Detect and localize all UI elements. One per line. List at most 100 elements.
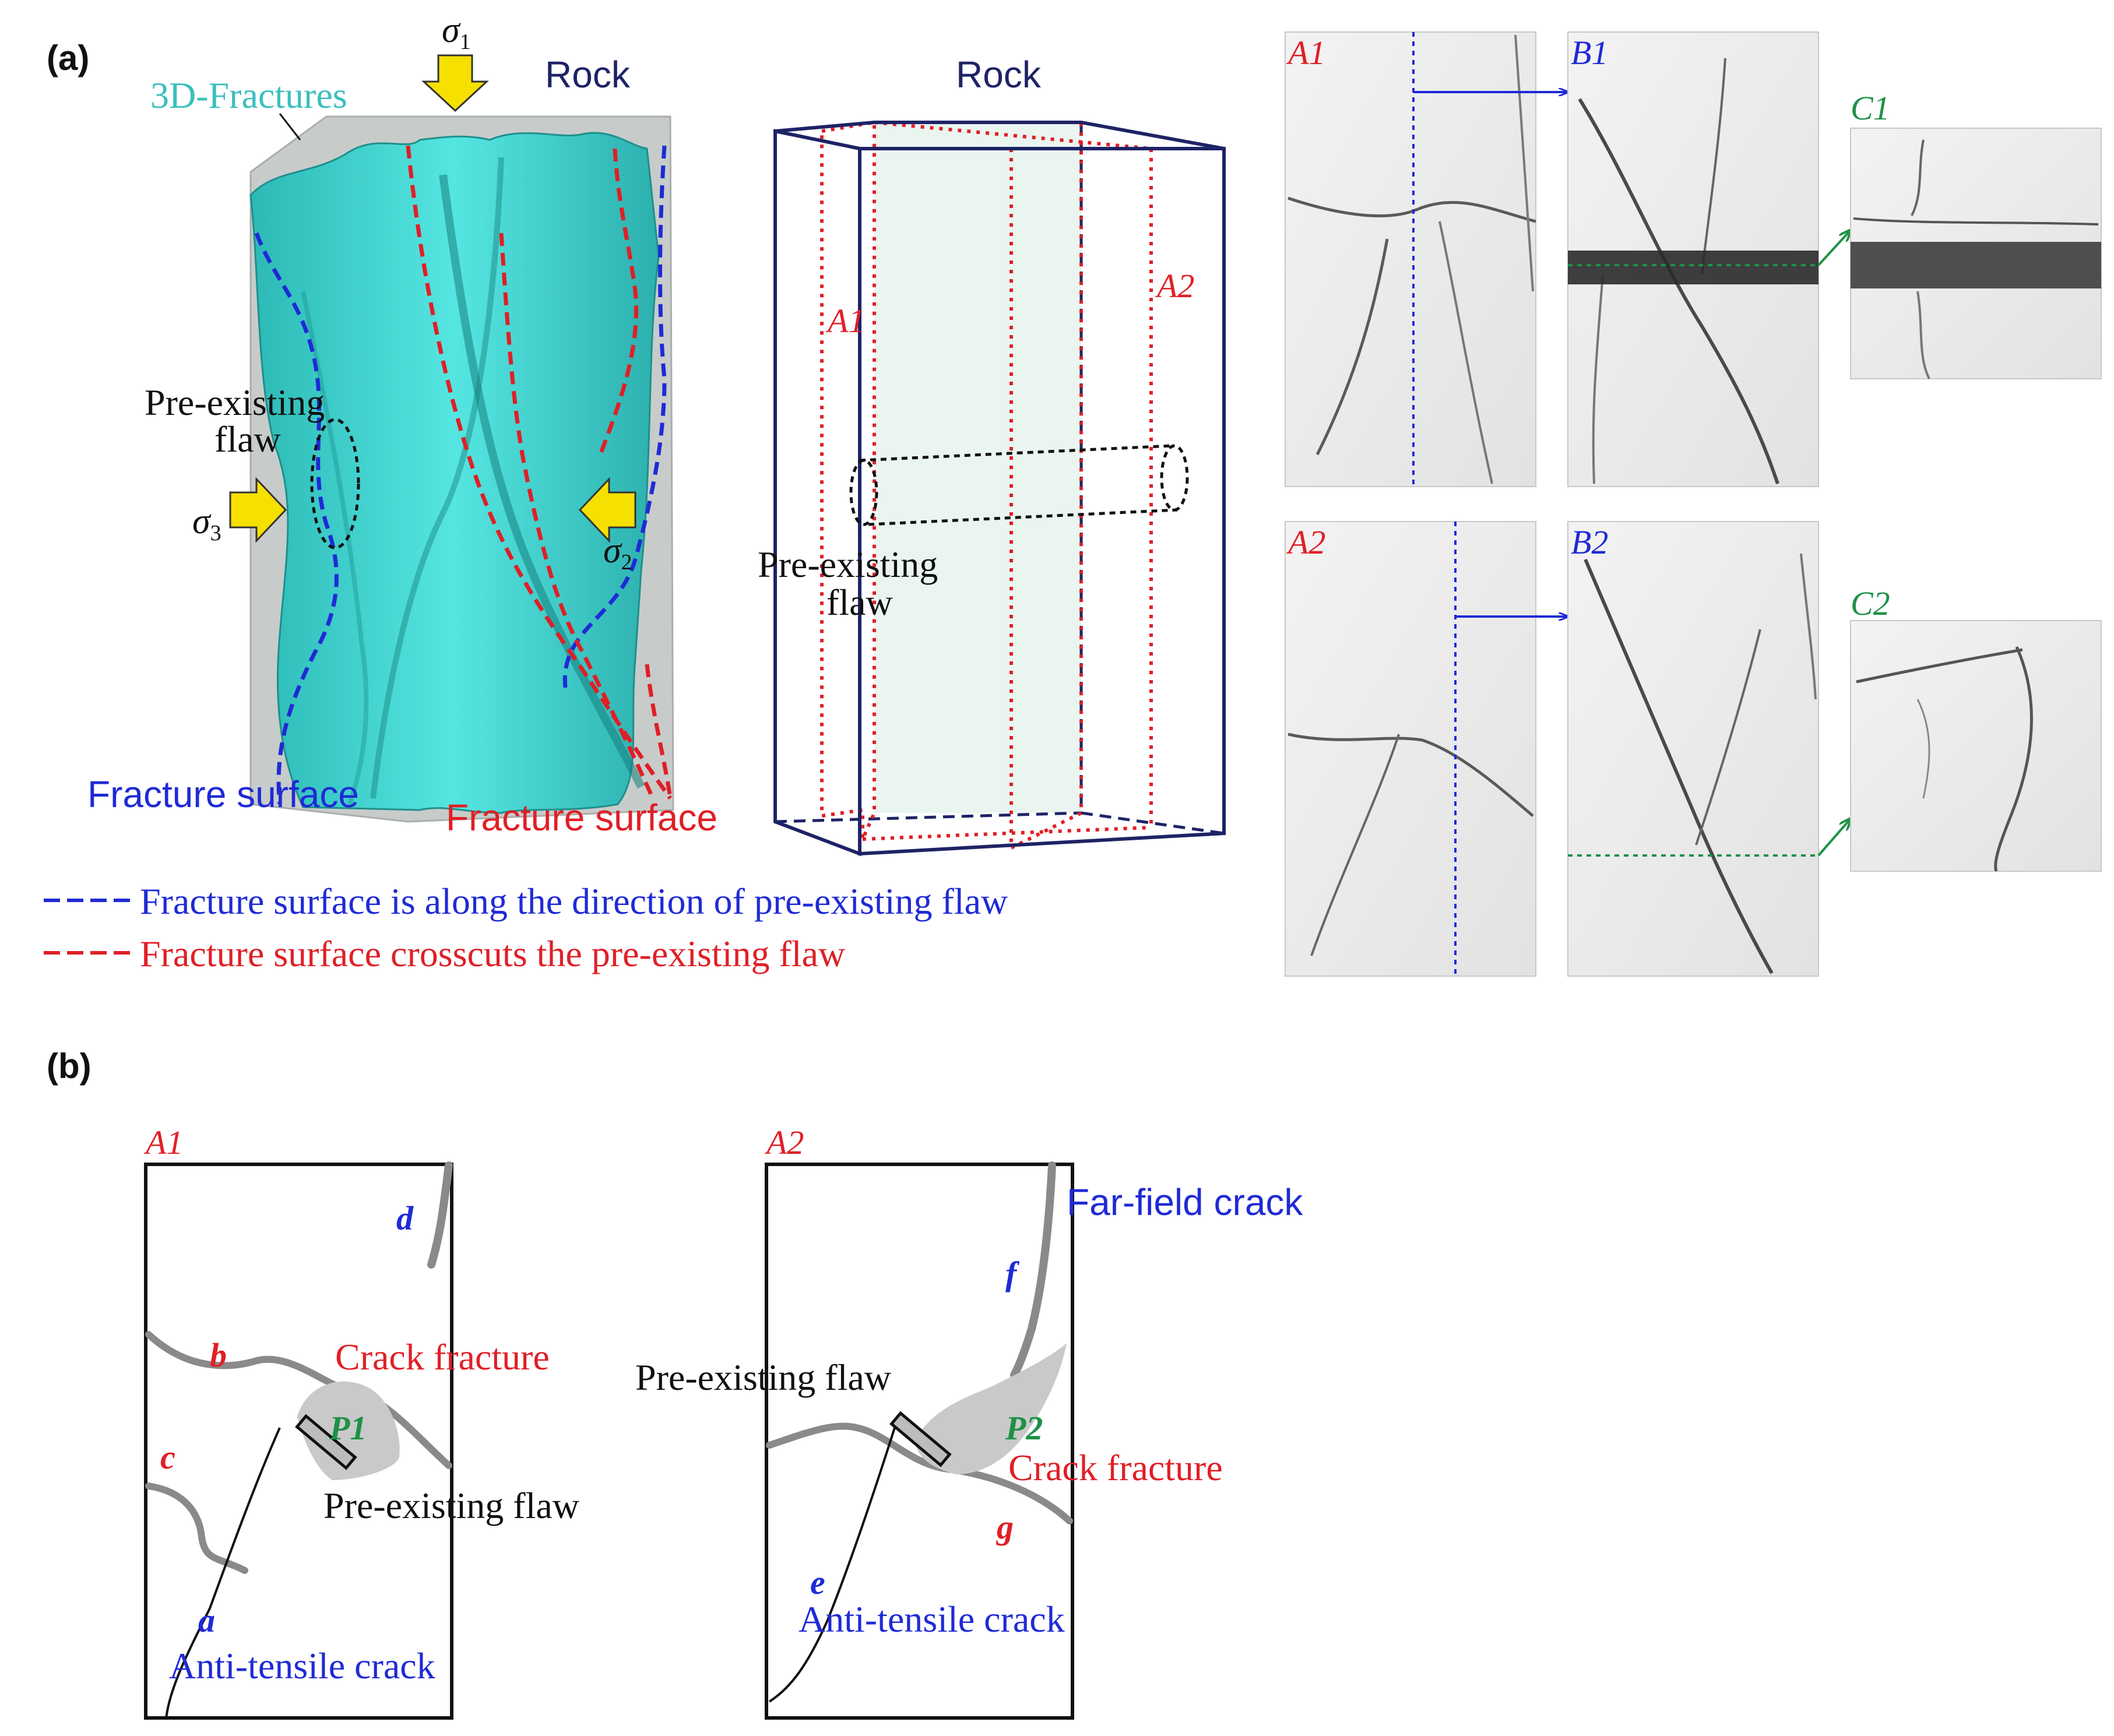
legend-red-text: Fracture surface crosscuts the pre-exist… <box>140 933 845 974</box>
legend-blue-text: Fracture surface is along the direction … <box>140 881 1008 922</box>
plane-a1-outline <box>820 120 876 840</box>
scan-b2-arrow <box>1817 819 1851 857</box>
fracture-3d-model: 3D-Fractures Rock σ1 σ3 σ2 Pre-existing … <box>87 10 717 839</box>
flaw-symbol-a1 <box>295 1414 357 1470</box>
zone-p1-label: P1 <box>329 1409 367 1447</box>
box-top-face <box>775 121 1225 150</box>
scan-c2-label: C2 <box>1851 584 1890 622</box>
scan-b1-arrow <box>1817 230 1851 266</box>
fracture-line-red-2 <box>499 233 655 800</box>
scan-c2-image <box>1850 620 2102 872</box>
flaw-cylinder-end-left <box>849 459 878 526</box>
scan-c1-crack-1 <box>1853 217 2099 226</box>
sketch-a2-frame <box>765 1163 1074 1720</box>
box-front-face <box>773 129 861 857</box>
crack-fracture-label-a1: Crack fracture <box>335 1336 550 1378</box>
sigma1-label: σ1 <box>442 10 471 54</box>
panel-b-label: (b) <box>47 1047 92 1086</box>
anti-tensile-crack-a <box>165 1427 281 1720</box>
sigma3-symbol: σ <box>192 502 212 541</box>
scan-a1-crack-3 <box>1438 221 1493 484</box>
sigma1-arrow <box>421 54 489 112</box>
panel-a-label: (a) <box>47 38 89 78</box>
sketch-a1-frame <box>144 1163 453 1720</box>
crack-fracture-label-a2: Crack fracture <box>1008 1447 1223 1488</box>
crack-g-label: g <box>996 1508 1014 1546</box>
sigma1-subscript: 1 <box>460 30 471 54</box>
rock-label-3d: Rock <box>545 54 631 96</box>
scan-a1-crack-4 <box>1514 34 1534 292</box>
fractures-label: 3D-Fractures <box>150 75 347 116</box>
plane-bottom-1 <box>862 826 1152 841</box>
crack-b-path <box>145 1331 452 1469</box>
scan-b2-crack-1 <box>1584 558 1774 974</box>
scan-b2: B2 <box>1567 521 1851 977</box>
crack-c-path <box>145 1483 248 1574</box>
scan-c2-crack-1 <box>1856 648 2023 684</box>
scan-c1-flaw-band <box>1851 242 2101 288</box>
fracture-shadow-1 <box>439 174 645 789</box>
crack-c-label: c <box>160 1438 175 1476</box>
crack-b-label: b <box>210 1336 227 1374</box>
legend: Fracture surface is along the direction … <box>44 881 1008 974</box>
flaw-label-box-line1: Pre-existing <box>758 544 938 585</box>
fracture-body-3d <box>249 132 660 814</box>
anti-tensile-crack-e <box>768 1427 896 1703</box>
flaw-label-3d-line2: flaw <box>214 418 281 460</box>
scan-a2: A2 <box>1285 521 1568 977</box>
fracture-shadow-2 <box>370 157 504 799</box>
scan-c1-crack-2 <box>1911 139 1925 216</box>
flaw-cylinder-end-right <box>1160 444 1189 512</box>
scan-b1-label: B1 <box>1571 34 1608 72</box>
scan-b2-image <box>1567 521 1819 977</box>
box-side-face <box>858 147 1226 856</box>
fracture-surface-red-label: Fracture surface <box>446 797 717 839</box>
sigma2-label: σ2 <box>603 531 632 575</box>
flaw-symbol-a2 <box>889 1411 952 1467</box>
plane-a2-label: A2 <box>1155 267 1194 305</box>
fracture-line-red-4 <box>645 664 673 799</box>
sigma3-subscript: 3 <box>210 521 221 545</box>
scan-b2-crack-2 <box>1695 629 1761 846</box>
flaw-outline-3d <box>310 418 360 550</box>
anti-tensile-label-a2: Anti-tensile crack <box>799 1598 1065 1640</box>
plane-mid-outline <box>1009 122 1083 851</box>
sigma3-arrow <box>229 477 287 543</box>
sigma2-symbol: σ <box>603 531 622 571</box>
sketch-a1-title: A1 <box>143 1124 183 1161</box>
crack-a-label: a <box>198 1601 215 1639</box>
scan-a1-crack-2 <box>1315 238 1389 456</box>
scan-b1-crack-3 <box>1592 273 1604 484</box>
scan-c1-label: C1 <box>1851 89 1890 127</box>
sigma2-arrow <box>578 477 636 543</box>
zone-p2 <box>915 1343 1067 1474</box>
scan-a1-image <box>1285 31 1536 487</box>
flaw-label-a2: Pre-existing flaw <box>635 1357 891 1398</box>
zone-p1 <box>297 1381 400 1480</box>
scan-a1-crack-1 <box>1288 196 1536 223</box>
scan-c2-crack-2 <box>1994 646 2033 872</box>
zone-p2-label: P2 <box>1005 1409 1043 1447</box>
sigma1-symbol: σ <box>442 10 461 50</box>
scan-a2-crack-1 <box>1288 733 1534 817</box>
crack-g-path <box>766 1422 1073 1524</box>
scan-b1: B1 <box>1567 31 1851 487</box>
scan-c1: C1 <box>1850 89 2102 379</box>
scan-b2-crack-3 <box>1800 553 1817 700</box>
crack-f-label: f <box>1005 1255 1020 1293</box>
fracture-line-red-3 <box>598 148 639 456</box>
sigma3-label: σ3 <box>192 502 221 545</box>
scan-c1-crack-3 <box>1916 291 1930 379</box>
scan-a1-label: A1 <box>1286 34 1325 72</box>
plane-a1-label: A1 <box>825 302 865 340</box>
anti-tensile-label-a1: Anti-tensile crack <box>169 1645 435 1686</box>
ct-scan-grid: A1 B1 C1 A2 <box>1285 31 2102 977</box>
scan-b1-flaw-band <box>1568 251 1818 284</box>
flaw-label-box-line2: flaw <box>826 582 893 623</box>
sketch-a2: A2 f g e P2 Far-field crack Crack fractu… <box>635 1124 1303 1720</box>
sketch-a1: A1 d b c a P1 Crack fracture Pre-existin… <box>143 1124 579 1720</box>
scan-c2: C2 <box>1850 584 2102 872</box>
scan-a2-image <box>1285 521 1536 977</box>
rock-box-diagram: Rock A1 A2 Pre-existing flaw <box>758 54 1226 857</box>
